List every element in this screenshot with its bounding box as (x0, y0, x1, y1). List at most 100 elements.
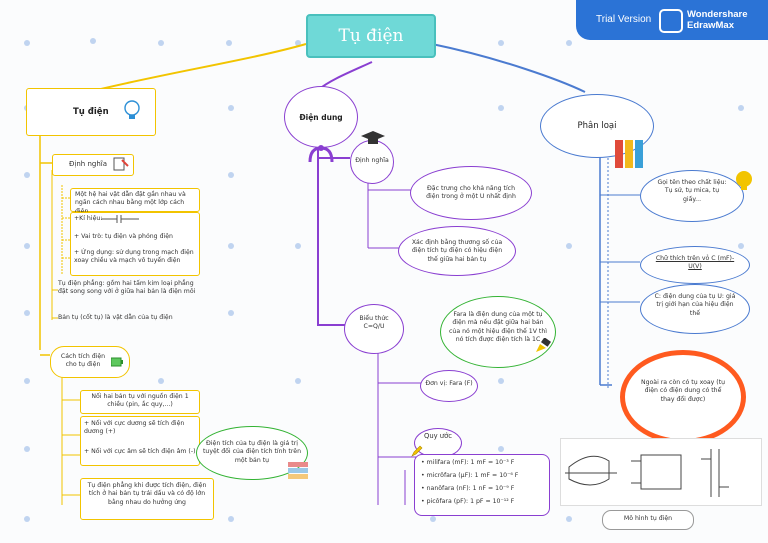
watermark-dot (228, 172, 234, 178)
middle-definition-label: Định nghĩa (355, 157, 389, 164)
watermark-dot (228, 516, 234, 522)
number-text: C: điện dung của tụ U: giá trị giới hạn … (654, 293, 736, 317)
charging-box-4: Tụ điện phẳng khi được tích điện, điện t… (80, 478, 214, 520)
conversion-4: • picôfara (pF): 1 pF = 10⁻¹² F (421, 498, 515, 505)
unit-bubble[interactable]: Đơn vị: Fara (F) (420, 370, 478, 402)
charging-box-1: Nối hai bản tụ với nguồn điện 1 chiều (p… (80, 390, 200, 414)
central-topic[interactable]: Tụ điện (306, 14, 436, 58)
capacitor-models-panel (560, 438, 762, 506)
pen-icon (536, 338, 551, 352)
graduation-cap-icon (361, 131, 385, 144)
pencil-icon (411, 445, 423, 457)
conversion-3: • nanôfara (nF): 1 nF = 10⁻⁹ F (421, 485, 515, 492)
capacitor-models-drawing (565, 449, 729, 497)
middle-definition-1: Đặc trưng cho khả năng tích điện trong ở… (426, 185, 516, 201)
flat-capacitor-text: Tụ điện phẳng: gồm hai tấm kim loại phẳn… (58, 280, 196, 296)
conversion-1: • milifara (mF): 1 mF = 10⁻³ F (421, 459, 515, 466)
watermark-dot (498, 446, 504, 452)
left-branch-node[interactable]: Tụ điện (26, 88, 156, 136)
magnet-connector-icon (308, 145, 334, 163)
charging-text-3: + Nối với cực âm sẽ tích điện âm (-) (84, 448, 196, 455)
watermark-dot (295, 40, 301, 46)
watermark-dot (24, 243, 30, 249)
watermark-dot (24, 446, 30, 452)
watermark-dot (498, 40, 504, 46)
definition-bubble-2: Xác định bằng thương số của điện tích tụ… (398, 226, 516, 276)
model-label: Mô hình tụ điện (623, 515, 673, 522)
definition-label: Định nghĩa (69, 160, 108, 168)
symbol-label: +Kí hiệu: (74, 215, 103, 222)
farad-note-bubble: Fara là điện dung của một tụ điện mà nếu… (440, 296, 556, 368)
convention-label: Quy ước (423, 432, 453, 440)
definition-details-box: +Kí hiệu: + Vai trò: tụ điện và phóng đi… (70, 212, 200, 276)
watermark-dot (228, 243, 234, 249)
watermark-dot (738, 243, 744, 249)
charging-box-2: + Nối với cực dương sẽ tích điện dương (… (80, 416, 200, 466)
naming-bubble: Gọi tên theo chất liệu: Tụ sứ, tụ mica, … (640, 170, 744, 222)
capacitor-symbol-icon (101, 215, 139, 223)
naming-text: Gọi tên theo chất liệu: Tụ sứ, tụ mica, … (657, 179, 727, 203)
charging-label: Cách tích điện cho tụ điện (60, 353, 106, 369)
watermark-dot (295, 243, 301, 249)
books-icon (288, 462, 308, 479)
unit-label: Đơn vị: Fara (F) (425, 380, 473, 387)
watermark-dot (498, 378, 504, 384)
definition-text-box: Một hệ hai vật dẫn đặt gần nhau và ngăn … (70, 188, 200, 215)
notepad-icon (113, 157, 129, 171)
farad-note: Fara là điện dung của một tụ điện mà nếu… (449, 311, 547, 344)
watermark-dot (158, 378, 164, 384)
number-text-bubble: C: điện dung của tụ U: giá trị giới hạn … (640, 284, 750, 334)
middle-branch-node[interactable]: Điện dung (284, 86, 358, 148)
lightbulb-icon (124, 100, 140, 119)
watermark-dot (24, 40, 30, 46)
watermark-dot (228, 310, 234, 316)
watermark-dot (24, 378, 30, 384)
number-label: Chữ thích trên vỏ C (mF)-U(V) (655, 255, 735, 271)
watermark-dot (90, 38, 96, 44)
definition-node[interactable]: Định nghĩa (52, 154, 134, 176)
watermark-dot (24, 516, 30, 522)
conversion-2: • micrôfara (μF): 1 mF = 10⁻⁶ F (421, 472, 519, 479)
watermark-dot (24, 310, 30, 316)
brand-line-1: Wondershare (687, 9, 748, 20)
usage-text: + Ứng dụng: sử dụng trong mạch điện xoay… (74, 249, 194, 265)
middle-definition-2: Xác định bằng thương số của điện tích tụ… (411, 239, 503, 263)
charging-text-1: Nối hai bản tụ với nguồn điện 1 chiều (p… (91, 393, 189, 409)
variable-text: Ngoài ra còn có tụ xoay (tụ điện có điện… (640, 379, 726, 403)
watermark-dot (24, 172, 30, 178)
watermark-dot (566, 243, 572, 249)
watermark-dot (566, 516, 572, 522)
role-text: + Vai trò: tụ điện và phóng điện (74, 233, 173, 240)
callout-text: Điện tích của tụ điện là giá trị tuyệt đ… (203, 440, 301, 464)
watermark-dot (738, 105, 744, 111)
brand-name: Wondershare EdrawMax (687, 9, 748, 31)
formula-label: Biểu thức C=Q/U (359, 315, 389, 331)
watermark-dot (566, 40, 572, 46)
right-branch-title: Phân loại (577, 121, 617, 131)
model-label-pill[interactable]: Mô hình tụ điện (602, 510, 694, 530)
watermark-dot (295, 378, 301, 384)
watermark-dot (226, 40, 232, 46)
trial-version-label: Trial Version (596, 14, 652, 25)
idea-bulb-icon (736, 171, 752, 190)
charging-node[interactable]: Cách tích điện cho tụ điện (50, 346, 130, 378)
variable-capacitor-bubble: Ngoài ra còn có tụ xoay (tụ điện có điện… (620, 350, 746, 444)
middle-branch-title: Điện dung (299, 113, 343, 122)
watermark-dot (158, 40, 164, 46)
charging-text-4: Tụ điện phẳng khi được tích điện, điện t… (87, 482, 207, 506)
convention-bubble[interactable]: Quy ước (414, 428, 462, 458)
plate-text: Bản tụ (cốt tụ) là vật dẫn của tụ điện (58, 314, 173, 321)
edrawmax-logo-icon (659, 9, 683, 33)
brand-line-2: EdrawMax (687, 20, 734, 31)
charging-text-2: + Nối với cực dương sẽ tích điện dương (… (84, 420, 185, 436)
left-branch-title: Tụ điện (73, 107, 109, 117)
right-branch-node[interactable]: Phân loại (540, 94, 654, 158)
formula-bubble[interactable]: Biểu thức C=Q/U (344, 304, 404, 354)
definition-text: Một hệ hai vật dẫn đặt gần nhau và ngăn … (75, 191, 186, 215)
trial-banner[interactable]: Trial Version Wondershare EdrawMax (576, 0, 768, 40)
watermark-dot (430, 516, 436, 522)
binders-icon (615, 140, 643, 168)
definition-bubble[interactable]: Định nghĩa (350, 140, 394, 184)
